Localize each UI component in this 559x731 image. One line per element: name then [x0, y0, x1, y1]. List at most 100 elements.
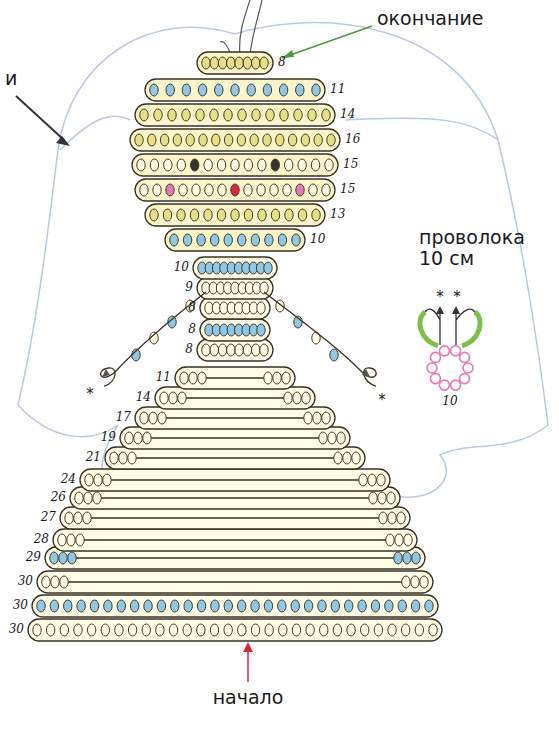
bead	[312, 84, 320, 96]
row-count: 21	[85, 451, 102, 464]
bead	[288, 134, 296, 146]
bead	[42, 576, 50, 588]
bead	[196, 109, 204, 121]
bead	[211, 600, 219, 612]
ring-bead	[430, 352, 440, 362]
bead	[179, 184, 187, 196]
bead	[160, 392, 168, 404]
bead	[135, 134, 143, 146]
bead	[257, 302, 265, 314]
bead	[278, 600, 286, 612]
bead	[51, 576, 59, 588]
bead	[67, 534, 75, 546]
row-count: 14	[135, 391, 152, 404]
bead	[237, 600, 245, 612]
bead	[293, 392, 301, 404]
bead	[278, 234, 286, 246]
bead	[204, 159, 212, 171]
bead	[134, 432, 142, 444]
bead	[404, 534, 412, 546]
bead	[177, 209, 185, 221]
bead	[192, 184, 200, 196]
bead	[170, 234, 178, 246]
bead	[263, 134, 271, 146]
bead	[235, 344, 243, 356]
row-wire	[165, 417, 305, 418]
bead	[227, 57, 235, 69]
bead	[46, 624, 54, 636]
row-count: 30	[17, 575, 34, 588]
bead	[276, 134, 284, 146]
bead	[397, 512, 405, 524]
bead	[93, 492, 101, 504]
bead	[85, 474, 93, 486]
bead	[60, 624, 68, 636]
row-count: 8	[184, 343, 194, 356]
bead	[371, 600, 379, 612]
bead	[258, 159, 266, 171]
bead	[296, 84, 304, 96]
bead	[284, 392, 292, 404]
bead	[368, 474, 376, 486]
bead	[160, 134, 168, 146]
asterisk-mark: *	[452, 289, 462, 306]
pointer-arrow-head	[56, 136, 70, 146]
bead	[296, 184, 304, 196]
end-note: окончание	[376, 8, 484, 29]
row-count: 16	[344, 133, 361, 146]
bead	[294, 109, 302, 121]
bead	[130, 600, 138, 612]
bead-row	[37, 571, 433, 593]
bead	[238, 624, 246, 636]
bead	[169, 624, 177, 636]
bead	[171, 600, 179, 612]
bead	[314, 134, 322, 146]
bead	[247, 84, 255, 96]
bead	[94, 474, 102, 486]
bead	[125, 432, 133, 444]
row-count: 28	[33, 533, 50, 546]
ring-bead	[463, 363, 473, 373]
row-count: 24	[60, 473, 77, 486]
bead-row	[175, 367, 295, 389]
ring-bead	[439, 346, 449, 356]
row-count: 30	[12, 599, 29, 612]
bead	[140, 412, 148, 424]
bead	[322, 109, 330, 121]
bead	[224, 134, 232, 146]
bead	[309, 184, 317, 196]
row-count: 9	[184, 281, 194, 294]
bead-row	[132, 154, 338, 176]
start-note: начало	[212, 687, 285, 708]
bead	[224, 624, 232, 636]
bead	[263, 84, 271, 96]
bead	[150, 84, 158, 96]
bead	[359, 474, 367, 486]
bead	[411, 576, 419, 588]
bead	[158, 412, 166, 424]
bead	[251, 234, 259, 246]
ring-bead	[427, 363, 437, 373]
bead	[60, 576, 68, 588]
bead	[74, 512, 82, 524]
bead	[149, 412, 157, 424]
bead	[104, 600, 112, 612]
bead	[75, 492, 83, 504]
bead	[76, 534, 84, 546]
bead	[334, 452, 342, 464]
ring-bead	[439, 380, 449, 390]
bead	[352, 452, 360, 464]
bead	[231, 84, 239, 96]
bead	[251, 600, 259, 612]
row-count: 14	[339, 108, 356, 121]
cut-label: и	[4, 68, 18, 89]
row-count: 10	[173, 261, 190, 274]
bead	[128, 452, 136, 464]
bead-row	[197, 277, 273, 299]
bead	[347, 624, 355, 636]
pointer-arrow	[16, 96, 64, 140]
bead	[304, 412, 312, 424]
bead	[205, 184, 213, 196]
bead	[264, 262, 272, 274]
bead	[420, 576, 428, 588]
